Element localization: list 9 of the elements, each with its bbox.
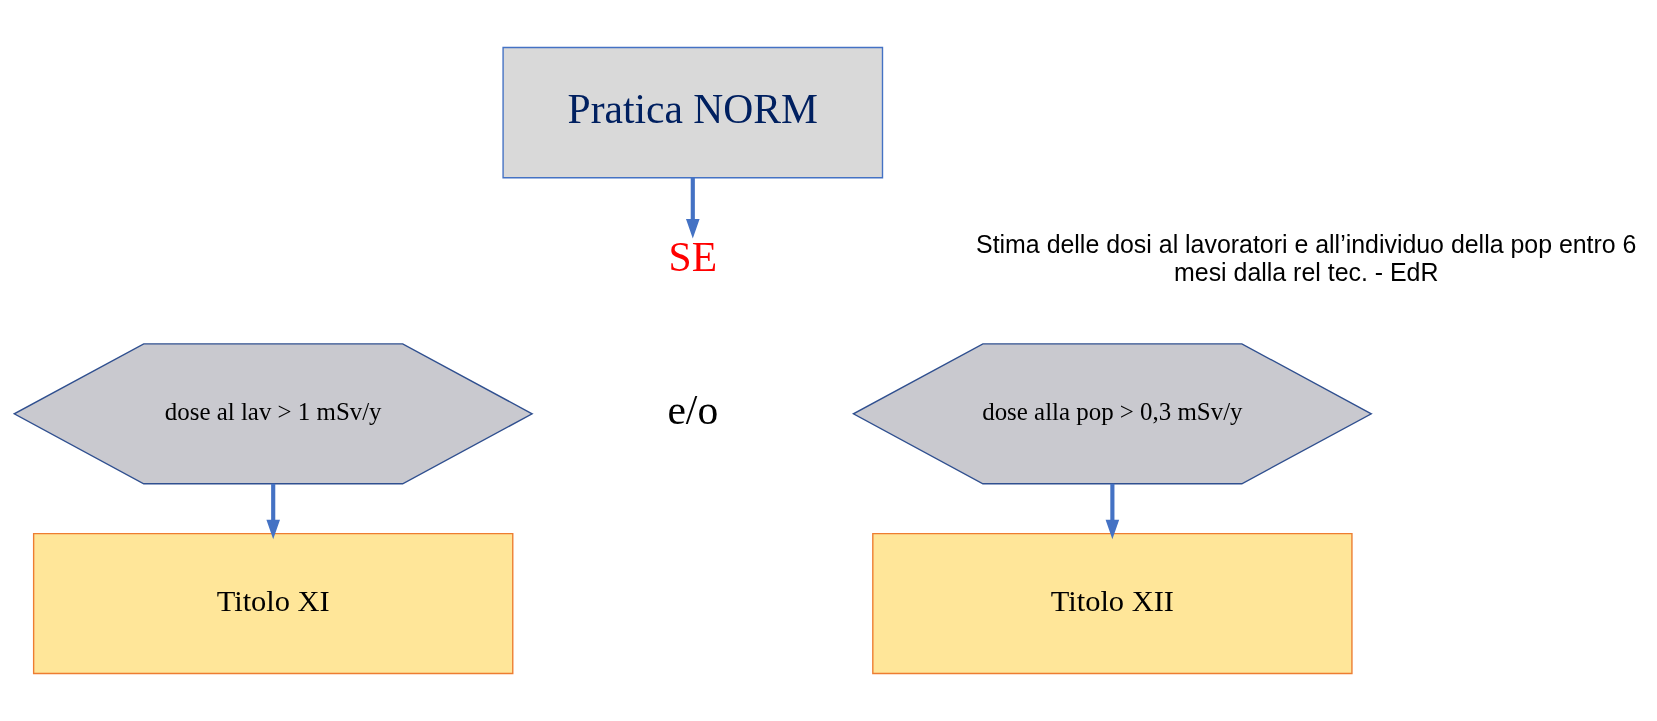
node-box: Titolo XII <box>872 532 1353 675</box>
arrow <box>266 483 280 540</box>
label: Stima delle dosi al lavoratori e all’individuo della pop entro 6 mesi dalla rel tec. - EdR <box>976 230 1637 286</box>
label: e/o <box>667 387 719 434</box>
node-text: SE <box>668 234 718 281</box>
arrow <box>686 177 700 239</box>
node-box: Titolo XI <box>32 532 514 675</box>
arrow <box>1105 483 1120 540</box>
node-box: Pratica NORM <box>502 46 884 179</box>
